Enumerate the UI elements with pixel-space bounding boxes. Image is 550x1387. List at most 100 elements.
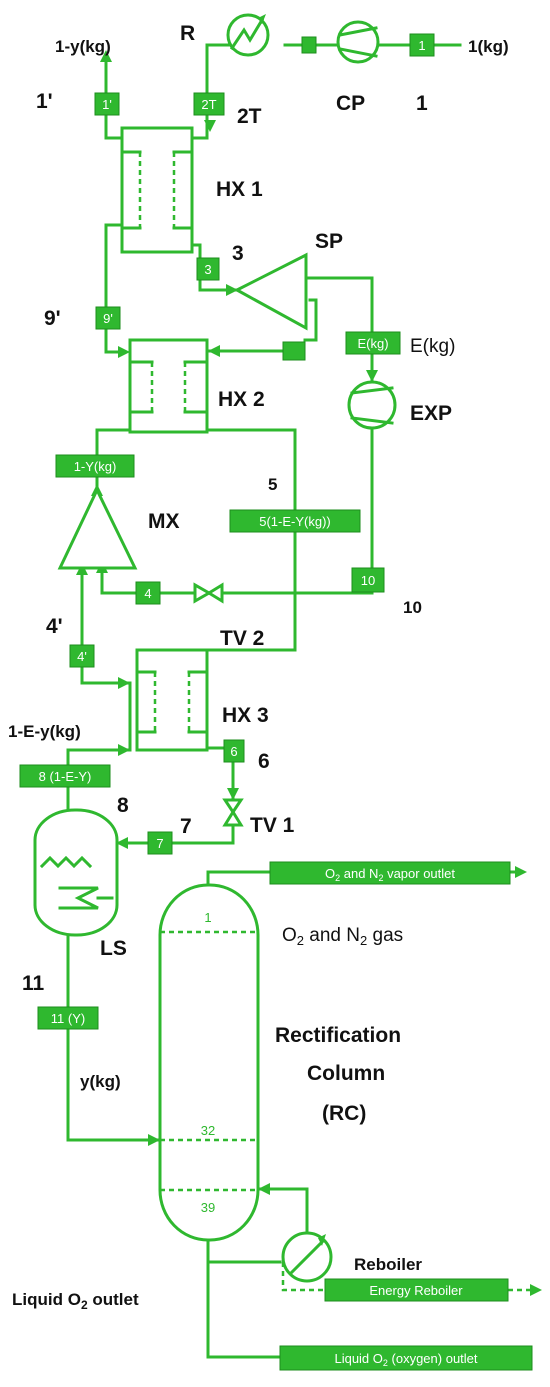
tag-5 <box>229 509 361 533</box>
label-rc-line3: (RC) <box>322 1102 366 1125</box>
arrow-vapor-out <box>515 866 527 878</box>
heat-exchanger-hx1 <box>120 126 194 254</box>
valve-tv2 <box>193 582 224 604</box>
label-1-y-kg: 1-y(kg) <box>55 37 111 56</box>
arrow-to-rc <box>148 1134 160 1146</box>
reboiler <box>281 1231 530 1292</box>
tag-4prime-text: 4' <box>77 649 87 664</box>
tag-liquid-outlet-text: Liquid O2 (oxygen) outlet <box>334 1351 477 1368</box>
tray-bottom: 39 <box>201 1200 215 1215</box>
label-reboiler: Reboiler <box>354 1255 422 1274</box>
tag-1-Y-kg-text: 1-Y(kg) <box>74 459 117 474</box>
tag-10 <box>351 567 385 593</box>
pipe-7 <box>116 823 235 845</box>
label-y-kg: y(kg) <box>80 1072 121 1091</box>
pipe-11 <box>66 933 162 1142</box>
label-9prime: 9' <box>44 307 61 330</box>
tag-vapor-outlet-text: O2 and N2 vapor outlet <box>325 866 455 883</box>
pipe-8-to-hx3 <box>66 748 132 812</box>
label-gas: O2 and N2 gas <box>282 925 403 948</box>
tag-4-text: 4 <box>144 586 151 601</box>
condenser-r <box>226 13 270 57</box>
label-HX3: HX 3 <box>222 704 269 727</box>
arrow-to-3 <box>226 284 238 296</box>
tag-1prime-text: 1' <box>102 97 112 112</box>
tag-1-Y-kg <box>55 454 135 478</box>
tag-5-text: 5(1-E-Y(kg)) <box>259 514 331 529</box>
label-2T: 2T <box>237 105 262 128</box>
tag-1prime <box>94 92 120 116</box>
label-11: 11 <box>22 972 45 995</box>
tag-6 <box>223 739 245 763</box>
tag-7 <box>147 831 173 855</box>
compressor-cp <box>336 20 380 64</box>
label-1-kg: 1(kg) <box>468 37 509 56</box>
label-HX2: HX 2 <box>218 388 265 411</box>
tray-top: 1 <box>204 910 211 925</box>
rectification-column <box>158 883 260 1242</box>
arrow-reboiler-return <box>258 1183 270 1195</box>
label-TV1: TV 1 <box>250 814 295 837</box>
splitter-sp <box>233 252 308 331</box>
tag-3 <box>196 257 220 281</box>
label-rc-line1: Rectification <box>275 1024 401 1047</box>
tag-11-text: 11 (Y) <box>51 1011 85 1026</box>
label-TV2: TV 2 <box>220 627 264 650</box>
separator-ls <box>33 808 119 937</box>
label-MX: MX <box>148 510 180 533</box>
tag-E-kg <box>345 331 401 355</box>
tag-4prime <box>69 644 95 668</box>
tag-7-text: 7 <box>156 836 163 851</box>
tag-2T-text: 2T <box>201 97 216 112</box>
pipe-4prime <box>80 563 132 685</box>
pipe-reboiler-bottom <box>206 1236 282 1264</box>
label-4prime: 4' <box>46 615 63 638</box>
label-6: 6 <box>258 750 270 773</box>
labels: 1-y(kg) R 1(kg) 1' 2T CP 1 HX 1 3 SP 9' … <box>8 22 509 1312</box>
heat-exchanger-hx2 <box>128 338 209 434</box>
arrows <box>76 50 542 1296</box>
arrow-to-hx2 <box>208 345 220 357</box>
label-8: 8 <box>117 794 129 817</box>
tag-4 <box>135 581 161 605</box>
label-3: 3 <box>232 242 244 265</box>
heat-exchanger-hx3 <box>135 648 209 752</box>
tag-11 <box>37 1006 99 1030</box>
tag-E-kg-text: E(kg) <box>357 336 388 351</box>
label-7: 7 <box>180 815 192 838</box>
arrow-tv1-down <box>227 788 239 800</box>
pipe-hx2-cold-out <box>205 428 297 652</box>
tag-small-r-cp <box>301 36 317 54</box>
tag-6-text: 6 <box>230 744 237 759</box>
arrow-to-exp <box>366 370 378 382</box>
valve-tv1 <box>222 798 244 827</box>
label-1: 1 <box>416 92 428 115</box>
arrow-7-to-ls <box>116 837 128 849</box>
pipe-reboiler-top <box>256 1187 309 1234</box>
tag-energy-reboiler <box>324 1278 509 1302</box>
pipe-hx1-cold <box>104 126 124 227</box>
label-R: R <box>180 22 195 45</box>
arrow-energy-out <box>530 1284 542 1296</box>
tag-9prime-text: 9' <box>103 311 113 326</box>
expander-exp <box>347 380 397 430</box>
tag-8-text: 8 (1-E-Y) <box>39 769 92 784</box>
label-SP: SP <box>315 230 343 253</box>
label-HX1: HX 1 <box>216 178 263 201</box>
label-1-E-y-kg: 1-E-y(kg) <box>8 722 81 741</box>
arrow-1-y-out <box>100 50 112 62</box>
label-E-kg: E(kg) <box>410 336 455 357</box>
label-CP: CP <box>336 92 365 115</box>
pipe-r-to-2t <box>205 43 232 130</box>
tag-2T <box>193 92 225 116</box>
label-LS: LS <box>100 937 127 960</box>
label-EXP: EXP <box>410 402 452 425</box>
pipe-liquid-out <box>206 1260 282 1359</box>
tag-8 <box>19 764 111 788</box>
tag-vapor-outlet <box>269 861 511 885</box>
mixer-mx <box>57 486 138 570</box>
pipe-sp-to-hx2 <box>303 298 318 342</box>
tag-liquid-outlet <box>279 1345 533 1371</box>
label-1prime: 1' <box>36 90 53 113</box>
